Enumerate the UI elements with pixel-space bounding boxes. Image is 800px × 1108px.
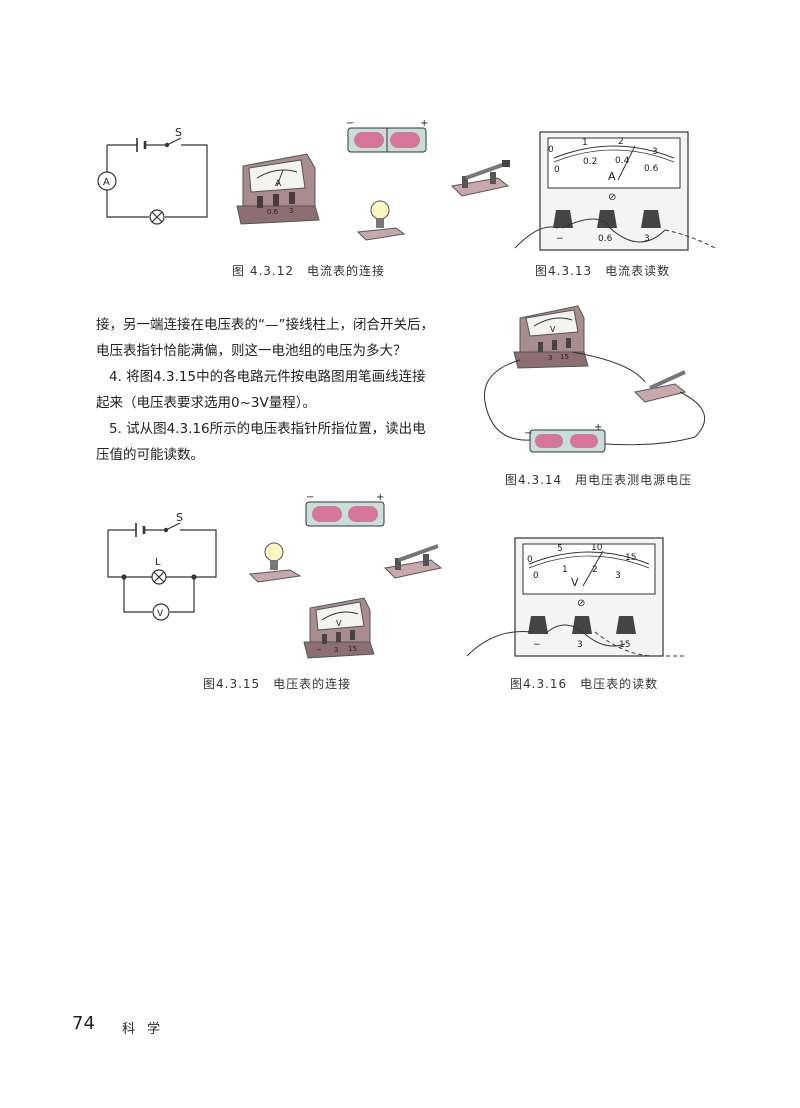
battery-plus-label-15: + [376,492,384,503]
voltmeter-terminal-15: 15 [560,353,569,361]
subject-label: 科 学 [122,1022,165,1037]
scale-top-0: 0 [548,145,554,155]
terminal-3-v: 3 [577,640,583,650]
ammeter-terminal-0-6: 0.6 [267,208,279,216]
ammeter-symbol-label: A [103,177,110,188]
terminal-0-6: 0.6 [598,234,613,244]
scale-top-5-v: 5 [557,544,563,554]
scale-top-1: 1 [582,138,588,148]
page-number: 74 [72,1013,95,1034]
ammeter-device-icon: A 0.6 3 [236,153,320,225]
scale-top-0-v: 0 [527,555,533,565]
scale-bottom-0-6: 0.6 [644,164,659,174]
voltmeter-face-label: V [550,325,556,334]
knife-switch-icon-15 [383,544,443,579]
figure-4-3-12-circuit-diagram: S A [97,126,208,225]
voltmeter-device-icon-15: V − 3 15 [303,597,375,659]
battery-minus-label-15: − [306,492,314,503]
figure-4-3-15-circuit-diagram: S L V [107,511,217,621]
ammeter-face-label: A [275,179,282,189]
scale-top-2: 2 [618,137,624,147]
battery-plus-label: + [420,118,428,129]
figure-4-3-16-voltmeter-reading: 0 5 10 15 0 1 2 3 V ⊘ − 3 15 [466,537,685,657]
figure-4-3-13-ammeter-reading: 0 1 2 3 0 0.2 0.4 0.6 A ⊘ − 0.6 3 [514,131,716,251]
figure-4-3-14-voltmeter-battery: V 3 15 − + [483,305,705,453]
switch-label: S [175,126,182,139]
voltmeter-terminal-minus-15: − [316,646,322,654]
figure-4-3-13-caption: 图4.3.13 电流表读数 [535,264,671,278]
scale-bottom-0-2: 0.2 [583,157,597,167]
voltmeter-terminal-3: 3 [548,354,552,362]
scale-bottom-3-v: 3 [615,571,621,581]
text-line-4: 起来（电压表要求选用0~3V量程）。 [96,395,316,411]
zero-adjust-icon-v: ⊘ [577,598,585,609]
scale-top-3: 3 [652,147,658,157]
knife-switch-icon [450,160,510,197]
text-line-6: 压值的可能读数。 [96,447,204,463]
voltmeter-face-label-15: V [336,619,342,628]
text-line-5: 5. 试从图4.3.16所示的电压表指针所指位置，读出电 [109,421,426,437]
voltmeter-terminal-15-15: 15 [348,645,357,653]
scale-bottom-0: 0 [554,165,560,175]
battery-plus-label-14: + [594,422,602,433]
light-bulb-icon [356,200,406,241]
scale-bottom-1-v: 1 [562,565,568,575]
terminal-minus-v: − [533,640,541,650]
lamp-label: L [155,557,161,568]
scale-top-15-v: 15 [625,553,636,563]
voltmeter-terminal-3-15: 3 [334,646,338,654]
terminal-3: 3 [644,234,650,244]
zero-adjust-icon: ⊘ [608,192,616,203]
battery-minus-label: − [346,118,354,129]
scale-bottom-2-v: 2 [592,565,598,575]
voltmeter-symbol-label: V [157,609,164,619]
ammeter-terminal-3: 3 [289,207,293,215]
battery-pack-icon-15: − + [305,492,385,527]
scale-bottom-0-4: 0.4 [615,156,630,166]
text-line-3: 4. 将图4.3.15中的各电路元件按电路图用笔画线连接 [109,369,426,385]
body-paragraph: 接，另一端连接在电压表的“—”接线柱上，闭合开关后， 电压表指针恰能满偏，则这一… [96,312,476,468]
scale-top-10-v: 10 [591,543,603,553]
text-line-2: 电压表指针恰能满偏，则这一电池组的电压为多大？ [96,343,407,359]
terminal-minus: − [556,234,564,244]
battery-minus-label-14: − [524,428,532,439]
figure-4-3-12-caption: 图 4.3.12 电流表的连接 [232,264,385,278]
figure-4-3-14-caption: 图4.3.14 用电压表测电源电压 [505,473,693,487]
figure-4-3-15-caption: 图4.3.15 电压表的连接 [203,677,352,691]
battery-pack-icon: − + [346,118,428,153]
terminal-15-v: 15 [619,640,630,650]
unit-label: A [608,170,616,183]
switch-label-15: S [176,511,183,524]
text-line-1: 接，另一端连接在电压表的“—”接线柱上，闭合开关后， [96,317,434,333]
figure-4-3-16-caption: 图4.3.16 电压表的读数 [510,677,659,691]
scale-bottom-0-v: 0 [533,571,539,581]
light-bulb-icon-15 [248,542,302,583]
unit-label-v: V [571,576,579,589]
